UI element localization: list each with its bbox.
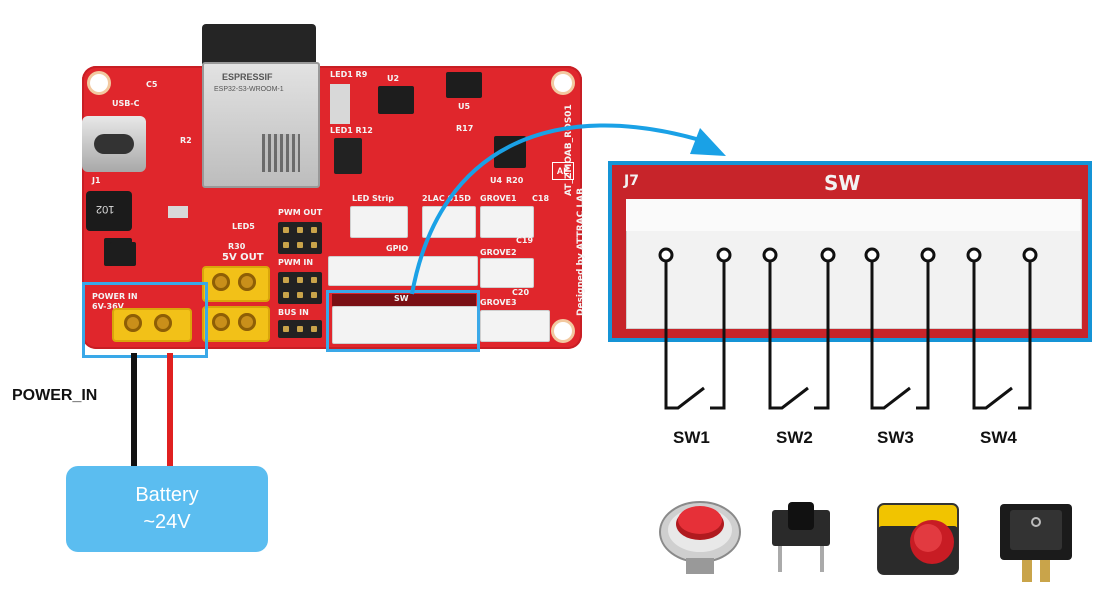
silk-u4: U4 bbox=[490, 176, 503, 185]
silk-u2: U2 bbox=[387, 74, 400, 83]
rocker-switch-icon bbox=[1000, 504, 1072, 582]
sw-connector bbox=[332, 306, 478, 344]
wire-positive bbox=[167, 353, 173, 466]
silk-grove1: GROVE1 bbox=[480, 194, 517, 203]
sw1-label: SW1 bbox=[673, 428, 710, 447]
grove1-connector bbox=[480, 206, 534, 238]
xt60-aux bbox=[202, 306, 270, 342]
silk-led1-r12: LED1 R12 bbox=[330, 126, 373, 135]
zoom-j7-label: J7 bbox=[624, 173, 639, 189]
inductor: 102 bbox=[86, 191, 132, 231]
silk-r17: R17 bbox=[456, 124, 474, 133]
sw2-label: SW2 bbox=[776, 428, 813, 447]
red-pushbutton-icon bbox=[659, 501, 741, 574]
silk-5v-out: 5V OUT bbox=[222, 252, 264, 263]
led-strip-connector bbox=[350, 206, 408, 238]
power-in-label: POWER_IN bbox=[12, 387, 98, 404]
gpio-connector bbox=[328, 256, 478, 286]
smd-part bbox=[168, 206, 188, 218]
silk-2lac: 2LAC 015D bbox=[422, 194, 471, 203]
silk-c18: C18 bbox=[532, 194, 550, 203]
zoom-sw-label: SW bbox=[824, 171, 861, 195]
esp32-module: ESPRESSIF ESP32-S3-WROOM-1 bbox=[202, 62, 320, 188]
sw-silk-bar: SW bbox=[332, 294, 476, 306]
sw-zoom-panel: J7 SW bbox=[608, 161, 1092, 342]
usb-c-port bbox=[82, 116, 146, 172]
xt60-5v-out bbox=[202, 266, 270, 302]
chip-u5 bbox=[446, 72, 482, 98]
silk-power-in: POWER IN bbox=[92, 292, 138, 301]
mount-hole bbox=[90, 74, 108, 92]
sw-connector-highlight bbox=[326, 290, 480, 352]
silk-sw: SW bbox=[394, 294, 409, 303]
silk-led5: LED5 bbox=[232, 222, 255, 231]
mount-hole bbox=[554, 74, 572, 92]
grove2-connector bbox=[480, 258, 534, 288]
silk-c19: C19 bbox=[516, 236, 534, 245]
mount-hole bbox=[554, 322, 572, 340]
silk-led-strip: LED Strip bbox=[352, 194, 394, 203]
silk-bus-in: BUS IN bbox=[278, 308, 309, 317]
inductor-marking: 102 bbox=[96, 203, 115, 215]
wire-negative bbox=[131, 353, 137, 466]
pwm-out-header bbox=[278, 222, 322, 254]
jumper-header bbox=[334, 138, 362, 174]
emergency-stop-icon bbox=[877, 503, 959, 575]
usb-c-label: USB-C bbox=[112, 99, 140, 108]
xt60-power-in bbox=[112, 308, 192, 342]
attrac-logo: AE bbox=[552, 162, 574, 180]
chip bbox=[110, 242, 136, 266]
silk-gpio: GPIO bbox=[386, 244, 409, 253]
silk-grove3: GROVE3 bbox=[480, 298, 517, 307]
pcb-board: USB-C C5 R2 J1 102 ESPRESSIF ESP32-S3-WR… bbox=[82, 24, 586, 349]
tactile-switch-icon bbox=[772, 502, 830, 572]
silk-r2: R2 bbox=[180, 136, 192, 145]
switch-wiring bbox=[658, 247, 1038, 410]
silk-led1-r9: LED1 R9 bbox=[330, 70, 368, 79]
led-array bbox=[330, 84, 350, 124]
battery-box: Battery ~24V bbox=[66, 466, 268, 552]
pwm-in-header bbox=[278, 272, 322, 304]
grove3-connector bbox=[480, 310, 550, 342]
sw4-label: SW4 bbox=[980, 428, 1017, 447]
sw3-label: SW3 bbox=[877, 428, 914, 447]
silk-grove2: GROVE2 bbox=[480, 248, 517, 257]
silk-c20: C20 bbox=[512, 288, 530, 297]
zoom-pcb: J7 SW bbox=[612, 165, 1088, 338]
silk-power-range: 6V-36V bbox=[92, 302, 124, 311]
chip-u2 bbox=[378, 86, 414, 114]
battery-voltage: ~24V bbox=[143, 511, 191, 533]
callout-arrow bbox=[410, 123, 726, 295]
silk-pwm-in: PWM IN bbox=[278, 258, 314, 267]
battery-label: Battery bbox=[135, 484, 199, 506]
silk-j1: J1 bbox=[92, 176, 101, 185]
bus-in-header bbox=[278, 320, 322, 338]
silk-pwm-out: PWM OUT bbox=[278, 208, 323, 217]
power-in-highlight bbox=[82, 282, 208, 358]
silk-u5: U5 bbox=[458, 102, 471, 111]
antenna bbox=[202, 24, 316, 64]
qr-code-icon bbox=[262, 134, 300, 172]
silk-c5: C5 bbox=[146, 80, 158, 89]
silk-r30: R30 bbox=[228, 242, 246, 251]
module-brand: ESPRESSIF bbox=[222, 72, 273, 82]
silk-r20: R20 bbox=[506, 176, 524, 185]
zoom-connector-top bbox=[626, 199, 1080, 231]
module-name: ESP32-S3-WROOM-1 bbox=[214, 86, 284, 93]
